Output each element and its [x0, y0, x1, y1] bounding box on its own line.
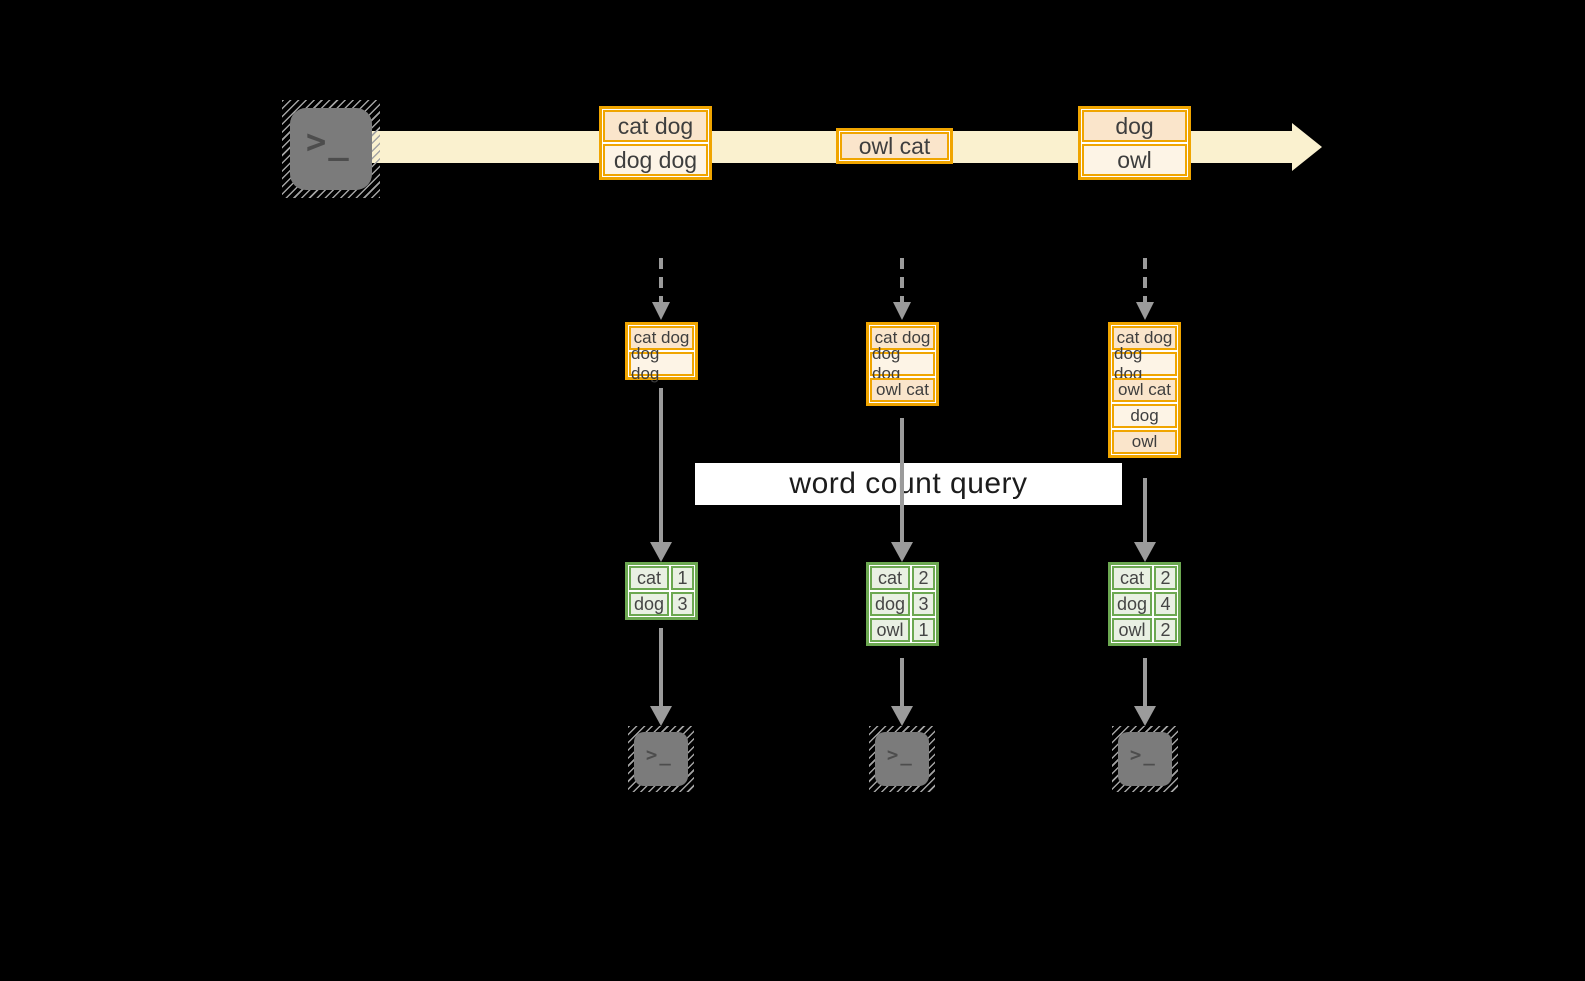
- word-cell: owl: [1112, 618, 1153, 642]
- source-terminal-icon: >_: [282, 100, 380, 198]
- buffer-list-1: cat dog dog dog: [625, 322, 698, 383]
- batch-line: dog: [1082, 110, 1187, 142]
- word-cell: owl: [870, 618, 911, 642]
- word-cell: cat: [629, 566, 670, 590]
- query-arrowhead: [1134, 542, 1156, 562]
- output-arrow-line: [1143, 658, 1147, 706]
- count-cell: 3: [912, 592, 935, 616]
- sink-terminal-icon-3: >_: [1112, 726, 1178, 792]
- count-cell: 1: [671, 566, 694, 590]
- terminal-screen: >_: [1118, 732, 1172, 786]
- output-arrowhead: [891, 706, 913, 726]
- dashed-arrow-line: [659, 258, 663, 302]
- buffer-line: cat dog: [1112, 326, 1177, 350]
- table-row: cat 2: [1111, 565, 1178, 591]
- table-row: cat 1: [628, 565, 695, 591]
- buffer-line: owl cat: [870, 378, 935, 402]
- buffer-line: cat dog: [629, 326, 694, 350]
- query-label-band: word count query: [695, 463, 1122, 505]
- buffer-line: dog dog: [1112, 344, 1177, 383]
- buffer-line: dog dog: [629, 344, 694, 383]
- count-table-1: cat 1 dog 3: [625, 562, 698, 620]
- count-table-3: cat 2 dog 4 owl 2: [1108, 562, 1181, 646]
- query-arrowhead: [650, 542, 672, 562]
- dashed-arrowhead: [1136, 302, 1154, 320]
- terminal-prompt-glyph: >_: [305, 121, 351, 162]
- word-cell: cat: [870, 566, 911, 590]
- stream-batch-3: dog owl: [1078, 106, 1191, 180]
- query-label: word count query: [789, 467, 1028, 500]
- buffer-line: dog: [1112, 404, 1177, 428]
- query-arrow-line: [659, 388, 663, 542]
- buffer-line: owl cat: [1112, 378, 1177, 402]
- terminal-screen: >_: [290, 108, 372, 190]
- table-row: owl 1: [869, 617, 936, 643]
- count-cell: 3: [671, 592, 694, 616]
- dashed-arrow-line: [1143, 258, 1147, 302]
- query-arrow-line: [1143, 478, 1147, 542]
- table-row: dog 3: [628, 591, 695, 617]
- count-cell: 2: [1154, 618, 1177, 642]
- output-arrowhead: [650, 706, 672, 726]
- count-table-2: cat 2 dog 3 owl 1: [866, 562, 939, 646]
- count-cell: 4: [1154, 592, 1177, 616]
- word-cell: dog: [629, 592, 670, 616]
- dashed-arrowhead: [652, 302, 670, 320]
- terminal-prompt-glyph: >_: [645, 744, 673, 767]
- stream-batch-1: cat dog dog dog: [599, 106, 712, 180]
- word-cell: dog: [1112, 592, 1153, 616]
- terminal-screen: >_: [875, 732, 929, 786]
- table-row: cat 2: [869, 565, 936, 591]
- dashed-arrow-line: [900, 258, 904, 302]
- output-arrow-line: [659, 628, 663, 706]
- buffer-line: dog dog: [870, 344, 935, 383]
- terminal-prompt-glyph: >_: [1129, 744, 1157, 767]
- batch-line: dog dog: [603, 144, 708, 176]
- query-arrowhead: [891, 542, 913, 562]
- table-row: dog 4: [1111, 591, 1178, 617]
- word-cell: cat: [1112, 566, 1153, 590]
- batch-line: owl: [1082, 144, 1187, 176]
- stream-batch-2: owl cat: [836, 128, 953, 164]
- count-cell: 1: [912, 618, 935, 642]
- query-arrow-line: [900, 418, 904, 542]
- table-row: dog 3: [869, 591, 936, 617]
- terminal-prompt-glyph: >_: [886, 744, 914, 767]
- table-row: owl 2: [1111, 617, 1178, 643]
- output-arrowhead: [1134, 706, 1156, 726]
- sink-terminal-icon-1: >_: [628, 726, 694, 792]
- count-cell: 2: [912, 566, 935, 590]
- count-cell: 2: [1154, 566, 1177, 590]
- buffer-list-2: cat dog dog dog owl cat: [866, 322, 939, 406]
- buffer-list-3: cat dog dog dog owl cat dog owl: [1108, 322, 1181, 458]
- terminal-screen: >_: [634, 732, 688, 786]
- batch-line: owl cat: [840, 132, 949, 160]
- buffer-line: owl: [1112, 430, 1177, 454]
- stream-arrowhead: [1292, 123, 1322, 171]
- word-cell: dog: [870, 592, 911, 616]
- sink-terminal-icon-2: >_: [869, 726, 935, 792]
- buffer-line: cat dog: [870, 326, 935, 350]
- output-arrow-line: [900, 658, 904, 706]
- dashed-arrowhead: [893, 302, 911, 320]
- batch-line: cat dog: [603, 110, 708, 142]
